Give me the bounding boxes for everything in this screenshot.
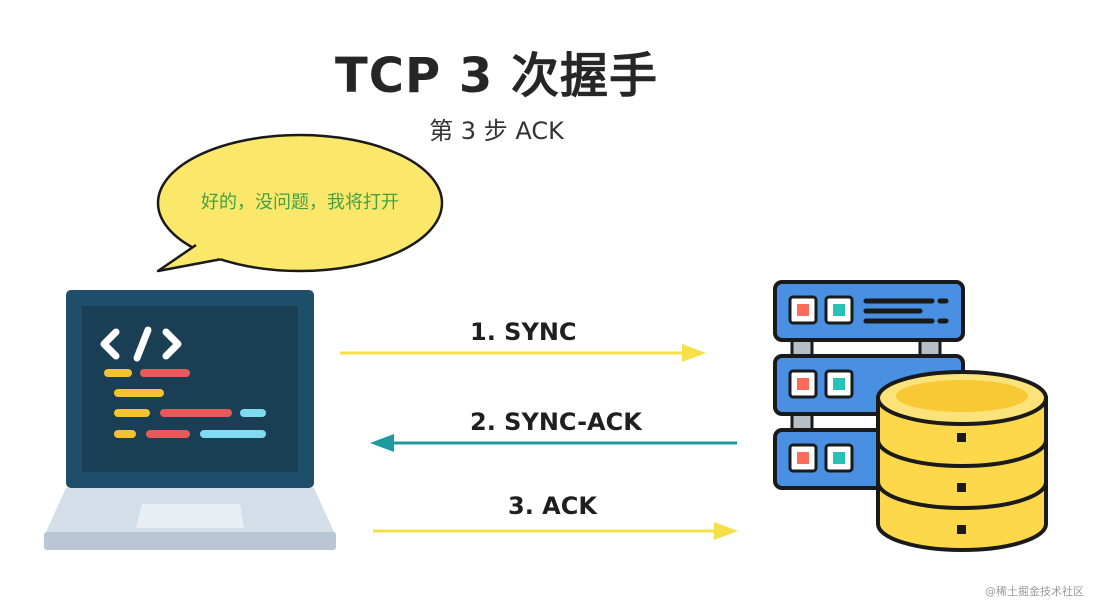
bubble-text: 好的，没问题，我将打开 [201, 192, 399, 213]
laptop-code-icon [44, 290, 336, 550]
diagram-subtitle: 第 3 步 ACK [429, 117, 564, 145]
sync-arrow [340, 344, 706, 362]
server-database-icon [773, 280, 1048, 552]
ack-arrow [373, 522, 738, 540]
sync-ack-arrow [370, 434, 737, 452]
speech-bubble [156, 133, 444, 273]
step-2-label: 2. SYNC-ACK [470, 408, 642, 436]
diagram-title: TCP 3 次握手 [335, 48, 658, 104]
watermark: @稀土掘金技术社区 [985, 585, 1084, 598]
step-3-label: 3. ACK [508, 492, 597, 520]
step-1-label: 1. SYNC [470, 318, 577, 346]
